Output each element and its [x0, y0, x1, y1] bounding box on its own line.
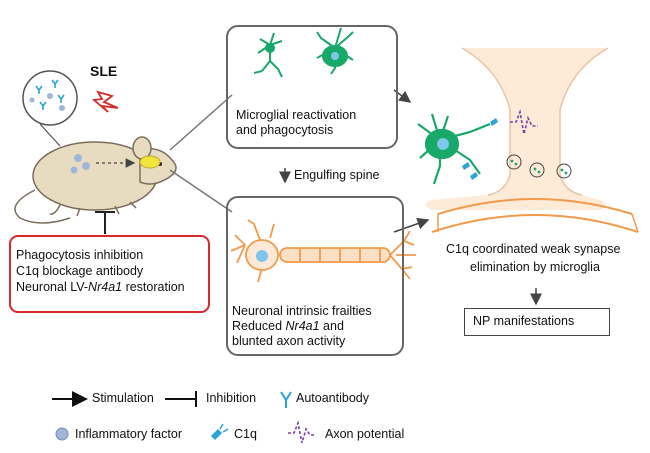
- treatment-box: [9, 235, 210, 313]
- legend-c1q-icon: [210, 423, 229, 441]
- synapse-caption-line2: elimination by microglia: [470, 260, 600, 274]
- legend-c1q-label: C1q: [234, 427, 257, 441]
- microglia-box: [226, 25, 398, 149]
- outcome-label: NP manifestations: [473, 314, 575, 328]
- neuron-box-line2: Reduced Nr4a1 and: [232, 319, 344, 333]
- legend-autoantibody-label: Autoantibody: [296, 391, 369, 405]
- mouse-illustration: [14, 136, 177, 224]
- neuron-box-line1: Neuronal intrinsic frailties: [232, 304, 372, 318]
- legend-axon-potential-label: Axon potential: [325, 427, 405, 441]
- treatment-line3: Neuronal LV-Nr4a1 restoration: [16, 280, 185, 294]
- legend-axon-potential-icon: [288, 420, 316, 444]
- legend-inhibition-label: Inhibition: [206, 391, 257, 405]
- outcome-box: [464, 308, 610, 336]
- legend-stimulation-label: Stimulation: [92, 391, 154, 405]
- microglia-box-line2: and phagocytosis: [236, 123, 334, 137]
- trigger-label: SLE: [90, 63, 118, 79]
- lightning-icon: [91, 90, 119, 113]
- treatment-line2: C1q blockage antibody: [16, 264, 144, 278]
- microglia-box-line1: Microglial reactivation: [236, 108, 357, 122]
- engulf-label: Engulfing spine: [294, 168, 380, 182]
- inset-connector: [39, 123, 61, 147]
- legend-inflammatory-factor-label: Inflammatory factor: [75, 427, 182, 441]
- neuron-to-synapse-arrow: [393, 217, 430, 233]
- autoantibody-icons: [35, 79, 65, 110]
- c1q-markers: [462, 113, 504, 180]
- synapse-illustration: [426, 47, 639, 233]
- synapse-caption-line1: C1q coordinated weak synapse: [446, 242, 621, 256]
- neuron-box: [226, 196, 404, 356]
- neuron-illustration: [230, 219, 416, 283]
- neuron-box-line3: blunted axon activity: [232, 334, 346, 348]
- axon-potential-trace: [510, 109, 538, 135]
- legend-autoantibody-icon: [280, 391, 292, 408]
- mouse-to-neuron-line: [169, 169, 233, 213]
- blood-inset: [22, 70, 78, 126]
- microglia-illustrations: [253, 27, 354, 78]
- mouse-to-microglia-line: [169, 94, 233, 151]
- treatment-line1: Phagocytosis inhibition: [16, 248, 144, 262]
- engulfing-microglia: [417, 113, 491, 185]
- legend-inflammatory-factor-icon: [55, 427, 69, 441]
